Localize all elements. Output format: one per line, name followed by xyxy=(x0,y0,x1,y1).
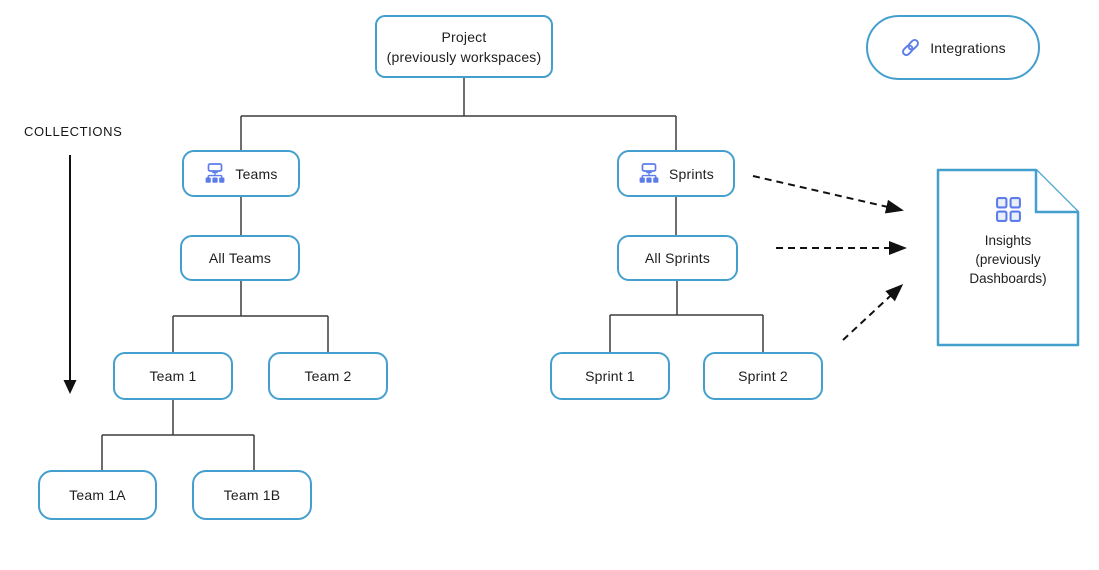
collections-arrow xyxy=(63,155,77,394)
team-2-label: Team 2 xyxy=(304,368,352,384)
team-1b-label: Team 1B xyxy=(223,487,281,503)
integrations-label: Integrations xyxy=(930,39,1006,56)
node-team-2: Team 2 xyxy=(268,352,388,400)
node-project: Project (previously workspaces) xyxy=(375,15,553,78)
node-all-teams: All Teams xyxy=(180,235,300,281)
node-integrations: Integrations xyxy=(866,15,1040,80)
collections-label: COLLECTIONS xyxy=(24,124,123,139)
sprint-2-label: Sprint 2 xyxy=(738,368,788,384)
node-teams: Teams xyxy=(182,150,300,197)
node-all-sprints: All Sprints xyxy=(617,235,738,281)
node-team-1b: Team 1B xyxy=(192,470,312,520)
insights-document-shape xyxy=(936,168,1080,347)
node-team-1a: Team 1A xyxy=(38,470,157,520)
teams-label: Teams xyxy=(235,165,278,182)
project-subtitle: (previously workspaces) xyxy=(386,48,542,65)
insights-subtitle-1: (previously xyxy=(975,252,1041,267)
team-1a-label: Team 1A xyxy=(69,487,126,503)
grid-icon xyxy=(995,196,1022,223)
node-sprint-1: Sprint 1 xyxy=(550,352,670,400)
project-title: Project xyxy=(441,28,487,45)
node-sprints: Sprints xyxy=(617,150,735,197)
sprints-label: Sprints xyxy=(669,165,714,182)
insights-subtitle-2: Dashboards) xyxy=(969,271,1047,286)
node-sprint-2: Sprint 2 xyxy=(703,352,823,400)
sprint-1-label: Sprint 1 xyxy=(585,368,635,384)
arrow-sprint2-to-insights xyxy=(842,283,904,341)
team-1-label: Team 1 xyxy=(149,368,197,384)
all-teams-label: All Teams xyxy=(208,250,272,266)
sitemap-icon xyxy=(204,163,226,184)
tree-connectors xyxy=(101,78,764,470)
insights-title: Insights xyxy=(984,233,1032,248)
all-sprints-label: All Sprints xyxy=(644,250,711,266)
link-icon xyxy=(900,37,921,58)
arrow-sprints-to-insights xyxy=(752,175,904,214)
insights-dashed-arrows xyxy=(752,175,907,341)
insights-document-content: Insights (previously Dashboards) xyxy=(940,196,1076,288)
node-team-1: Team 1 xyxy=(113,352,233,400)
sitemap-icon xyxy=(638,163,660,184)
